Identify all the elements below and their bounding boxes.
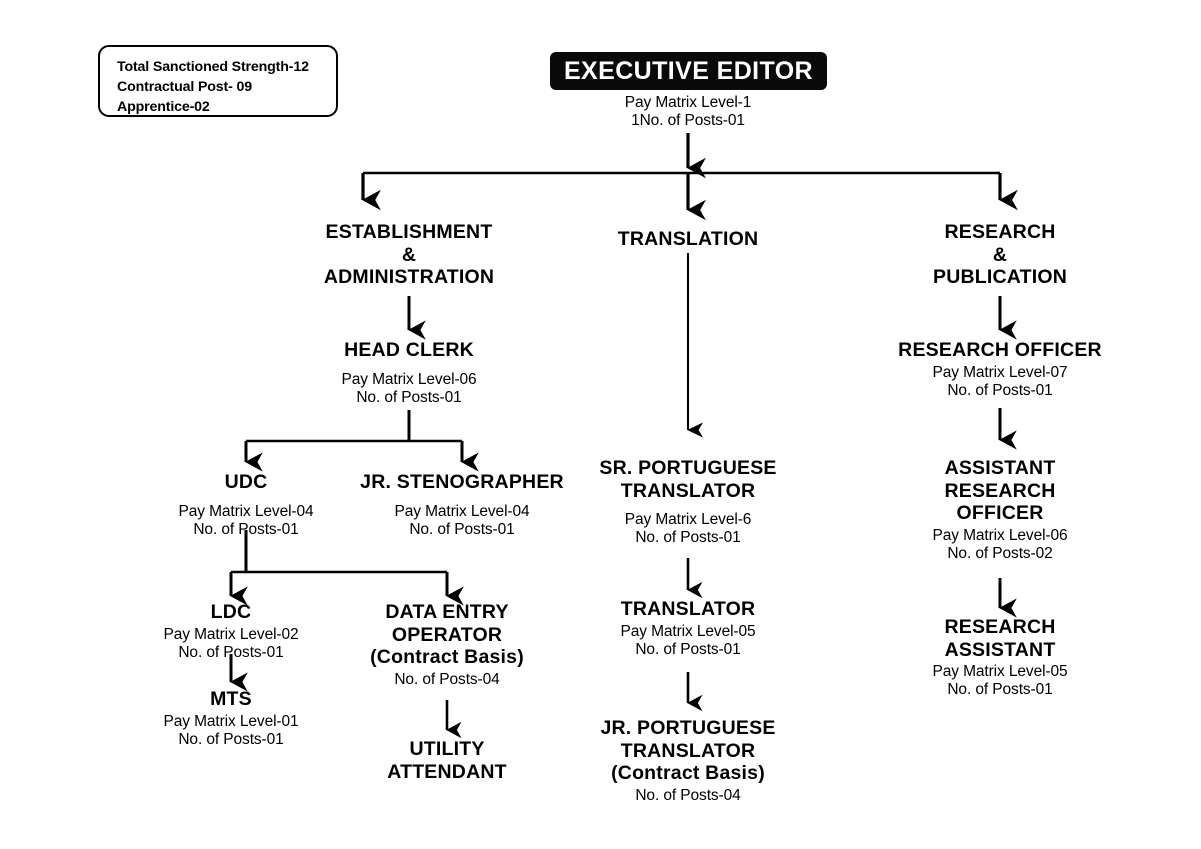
- executive-editor-posts: 1No. of Posts-01: [631, 111, 745, 129]
- research-assistant-line-1: RESEARCH: [944, 616, 1056, 638]
- executive-editor-label: EXECUTIVE EDITOR: [563, 56, 814, 85]
- udc-posts: No. of Posts-01: [193, 520, 299, 538]
- research-assistant-line-2: ASSISTANT: [944, 638, 1056, 661]
- node-sr-portuguese-translator: SR. PORTUGUESE TRANSLATOR Pay Matrix Lev…: [599, 457, 776, 547]
- assistant-research-officer-line-2: RESEARCH: [944, 479, 1056, 502]
- mts-posts: No. of Posts-01: [178, 730, 284, 748]
- jr-stenographer-pay-level: Pay Matrix Level-04: [394, 502, 530, 520]
- head-clerk-title: HEAD CLERK: [344, 339, 474, 361]
- mts-pay-level: Pay Matrix Level-01: [163, 712, 299, 730]
- mts-title: MTS: [210, 688, 252, 710]
- establishment-line-3: ADMINISTRATION: [323, 266, 495, 289]
- node-jr-portuguese-translator: JR. PORTUGUESE TRANSLATOR (Contract Basi…: [600, 717, 775, 805]
- node-mts: MTS Pay Matrix Level-01 No. of Posts-01: [163, 688, 298, 749]
- assistant-research-officer-line-3: OFFICER: [956, 502, 1044, 525]
- jr-stenographer-title: JR. STENOGRAPHER: [360, 471, 564, 493]
- data-entry-operator-posts: No. of Posts-04: [394, 670, 500, 688]
- jr-portuguese-translator-line-2: TRANSLATOR: [620, 739, 756, 762]
- research-officer-posts: No. of Posts-01: [947, 381, 1053, 399]
- research-line-1: RESEARCH: [944, 221, 1056, 243]
- research-line-3: PUBLICATION: [933, 266, 1067, 289]
- node-assistant-research-officer: ASSISTANT RESEARCH OFFICER Pay Matrix Le…: [932, 457, 1067, 563]
- node-utility-attendant: UTILITY ATTENDANT: [387, 738, 507, 783]
- research-officer-title: RESEARCH OFFICER: [898, 339, 1102, 361]
- research-assistant-pay-level: Pay Matrix Level-05: [932, 663, 1068, 681]
- assistant-research-officer-posts: No. of Posts-02: [947, 544, 1053, 562]
- establishment-line-1: ESTABLISHMENT: [325, 221, 493, 243]
- node-research-officer: RESEARCH OFFICER Pay Matrix Level-07 No.…: [898, 339, 1102, 400]
- research-line-2: &: [992, 243, 1008, 266]
- summary-line-contractual: Contractual Post- 09: [117, 79, 252, 96]
- utility-attendant-line-2: ATTENDANT: [387, 760, 507, 783]
- ldc-posts: No. of Posts-01: [178, 643, 284, 661]
- assistant-research-officer-line-1: ASSISTANT: [944, 457, 1056, 479]
- jr-portuguese-translator-posts: No. of Posts-04: [635, 786, 741, 804]
- sr-portuguese-translator-line-1: SR. PORTUGUESE: [599, 457, 777, 479]
- summary-line-total: Total Sanctioned Strength-12: [117, 59, 309, 75]
- summary-box: Total Sanctioned Strength-12 Contractual…: [98, 45, 338, 117]
- establishment-line-2: &: [401, 243, 417, 266]
- data-entry-operator-contract-note: (Contract Basis): [370, 646, 524, 669]
- sr-portuguese-translator-line-2: TRANSLATOR: [620, 479, 756, 502]
- ldc-title: LDC: [210, 601, 252, 623]
- executive-editor-pay-level: Pay Matrix Level-1: [624, 94, 752, 111]
- research-officer-pay-level: Pay Matrix Level-07: [932, 363, 1068, 381]
- sr-portuguese-translator-posts: No. of Posts-01: [635, 529, 741, 547]
- udc-pay-level: Pay Matrix Level-04: [178, 502, 314, 520]
- head-clerk-posts: No. of Posts-01: [356, 388, 462, 406]
- data-entry-operator-line-1: DATA ENTRY: [385, 601, 509, 623]
- node-head-clerk: HEAD CLERK Pay Matrix Level-06 No. of Po…: [341, 339, 476, 407]
- translation-title: TRANSLATION: [617, 228, 759, 250]
- head-clerk-pay-level: Pay Matrix Level-06: [341, 370, 477, 388]
- utility-attendant-line-1: UTILITY: [409, 738, 485, 760]
- udc-title: UDC: [224, 471, 268, 493]
- ldc-pay-level: Pay Matrix Level-02: [163, 625, 299, 643]
- node-establishment-administration: ESTABLISHMENT & ADMINISTRATION: [324, 221, 494, 289]
- node-data-entry-operator: DATA ENTRY OPERATOR (Contract Basis) No.…: [370, 601, 524, 689]
- node-executive-editor-banner: EXECUTIVE EDITOR: [550, 52, 827, 90]
- node-executive-editor-meta: Pay Matrix Level-1 1No. of Posts-01: [625, 94, 752, 130]
- assistant-research-officer-pay-level: Pay Matrix Level-06: [932, 526, 1068, 544]
- sr-portuguese-translator-pay-level: Pay Matrix Level-6: [624, 511, 752, 529]
- translator-pay-level: Pay Matrix Level-05: [620, 622, 756, 640]
- jr-portuguese-translator-line-1: JR. PORTUGUESE: [600, 717, 776, 739]
- node-translation: TRANSLATION: [618, 228, 759, 251]
- jr-stenographer-posts: No. of Posts-01: [409, 520, 515, 538]
- translator-posts: No. of Posts-01: [635, 640, 741, 658]
- jr-portuguese-translator-contract-note: (Contract Basis): [611, 762, 765, 785]
- node-ldc: LDC Pay Matrix Level-02 No. of Posts-01: [163, 601, 298, 662]
- translator-title: TRANSLATOR: [620, 598, 756, 620]
- summary-line-apprentice: Apprentice-02: [117, 99, 210, 116]
- node-jr-stenographer: JR. STENOGRAPHER Pay Matrix Level-04 No.…: [360, 471, 564, 539]
- data-entry-operator-line-2: OPERATOR: [391, 623, 503, 646]
- node-udc: UDC Pay Matrix Level-04 No. of Posts-01: [178, 471, 313, 539]
- research-assistant-posts: No. of Posts-01: [947, 681, 1053, 699]
- node-research-assistant: RESEARCH ASSISTANT Pay Matrix Level-05 N…: [932, 616, 1067, 699]
- node-translator: TRANSLATOR Pay Matrix Level-05 No. of Po…: [620, 598, 755, 659]
- node-research-publication: RESEARCH & PUBLICATION: [933, 221, 1067, 289]
